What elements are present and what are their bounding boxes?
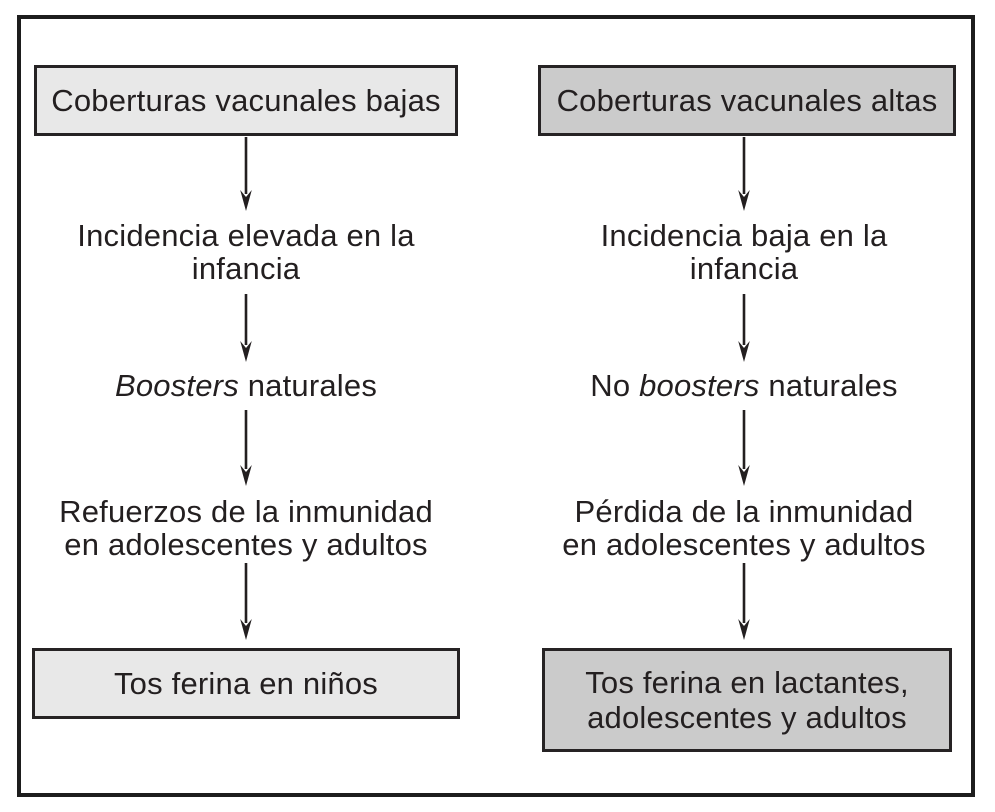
text-refuerzos-inmunidad: Refuerzos de la inmunidad en adolescente… [59, 494, 433, 562]
figure-border [17, 15, 975, 797]
down-arrow [738, 563, 750, 640]
down-arrow [240, 137, 252, 211]
down-arrow [240, 294, 252, 362]
text-boosters-naturales: Boosters naturales [114, 368, 378, 403]
box-coberturas-altas-label: Coberturas vacunales altas [556, 83, 938, 118]
box-coberturas-bajas-label: Coberturas vacunales bajas [51, 83, 441, 118]
box-tos-ferina-lactantes: Tos ferina en lactantes, adolescentes y … [542, 648, 952, 752]
text-incidencia-baja: Incidencia baja en la infancia [600, 218, 888, 286]
down-arrow [240, 563, 252, 640]
box-coberturas-altas: Coberturas vacunales altas [538, 65, 956, 136]
down-arrow [738, 410, 750, 486]
box-coberturas-bajas: Coberturas vacunales bajas [34, 65, 458, 136]
box-tos-ferina-lactantes-line2: adolescentes y adultos [587, 700, 907, 735]
down-arrow [738, 294, 750, 362]
text-no-boosters-naturales: No boosters naturales [590, 368, 898, 403]
text-incidencia-elevada: Incidencia elevada en la infancia [77, 218, 415, 286]
box-tos-ferina-ninos-label: Tos ferina en niños [113, 666, 378, 701]
box-tos-ferina-ninos: Tos ferina en niños [32, 648, 460, 719]
box-tos-ferina-lactantes-line1: Tos ferina en lactantes, [585, 665, 909, 700]
down-arrow [738, 137, 750, 211]
text-perdida-inmunidad: Pérdida de la inmunidad en adolescentes … [562, 494, 926, 562]
down-arrow [240, 410, 252, 486]
